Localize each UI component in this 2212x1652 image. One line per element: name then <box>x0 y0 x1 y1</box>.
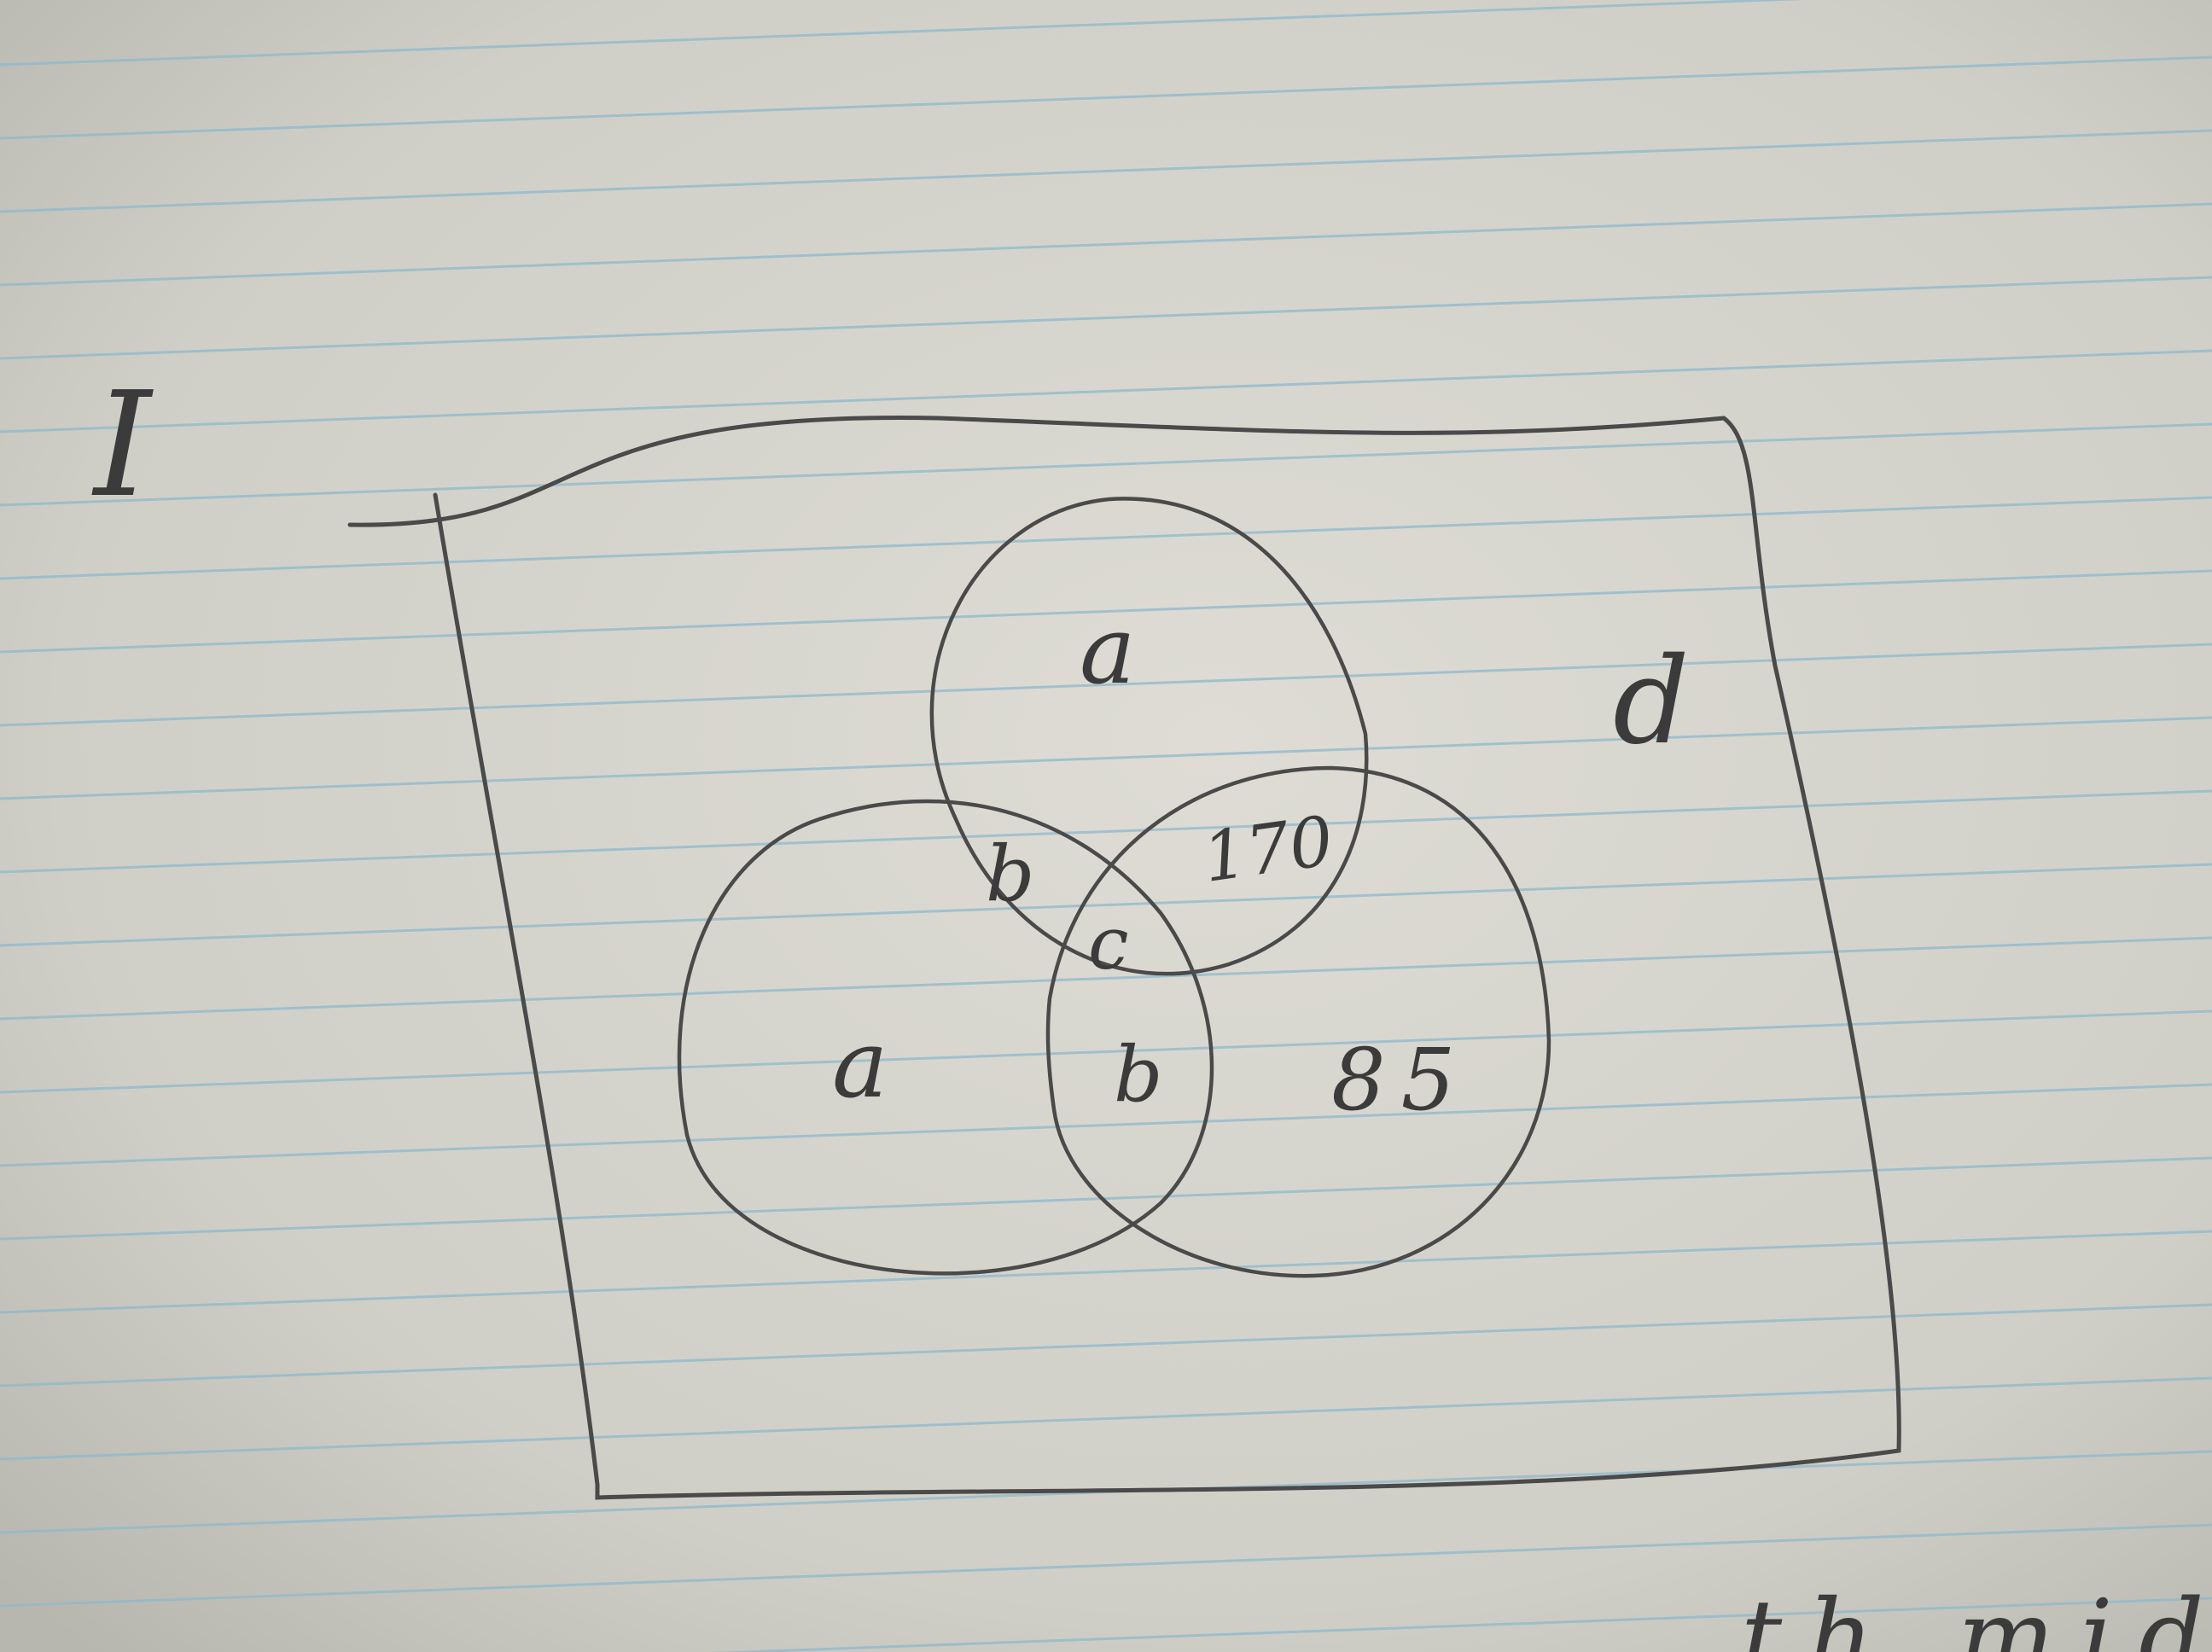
region-top-only-label: a <box>1080 596 1136 705</box>
region-top-right-label: 170 <box>1198 801 1338 898</box>
ruled-line <box>0 716 2212 800</box>
ruled-line <box>0 55 2212 140</box>
ruled-line <box>0 569 2212 654</box>
set-circle-right <box>1045 765 1551 1278</box>
ruled-line <box>0 789 2212 874</box>
ruled-line <box>0 1376 2212 1461</box>
universal-set-label: I <box>91 361 154 530</box>
ruled-line <box>0 1083 2212 1167</box>
ruled-line <box>0 936 2212 1021</box>
region-right-only-label: 85 <box>1331 1030 1470 1130</box>
ruled-line <box>0 496 2212 580</box>
ruled-line <box>0 1523 2212 1608</box>
outside-region-label: d <box>1613 632 1690 771</box>
ruled-line <box>0 1230 2212 1314</box>
set-circle-top <box>929 497 1369 976</box>
ruled-line <box>0 422 2212 507</box>
ruled-line <box>0 863 2212 947</box>
ruled-line <box>0 129 2212 213</box>
ruled-line <box>0 1009 2212 1094</box>
region-center-label: c <box>1088 902 1129 986</box>
ruled-line <box>0 202 2212 287</box>
ruled-line <box>0 276 2212 360</box>
region-top-left-label: b <box>986 829 1035 919</box>
ruled-line <box>0 0 1805 67</box>
ruled-line <box>0 643 2212 727</box>
region-left-only-label: a <box>832 1009 888 1119</box>
ruled-line <box>710 1597 2212 1652</box>
bottom-writing-fragment: th mid <box>1741 1579 2212 1652</box>
region-left-right-label: b <box>1114 1030 1163 1120</box>
ruled-line <box>0 349 2212 433</box>
universal-set-rectangle <box>347 415 1901 1500</box>
ruled-line <box>0 1156 2212 1241</box>
ruled-line <box>0 1303 2212 1387</box>
set-circle-left <box>677 799 1214 1276</box>
